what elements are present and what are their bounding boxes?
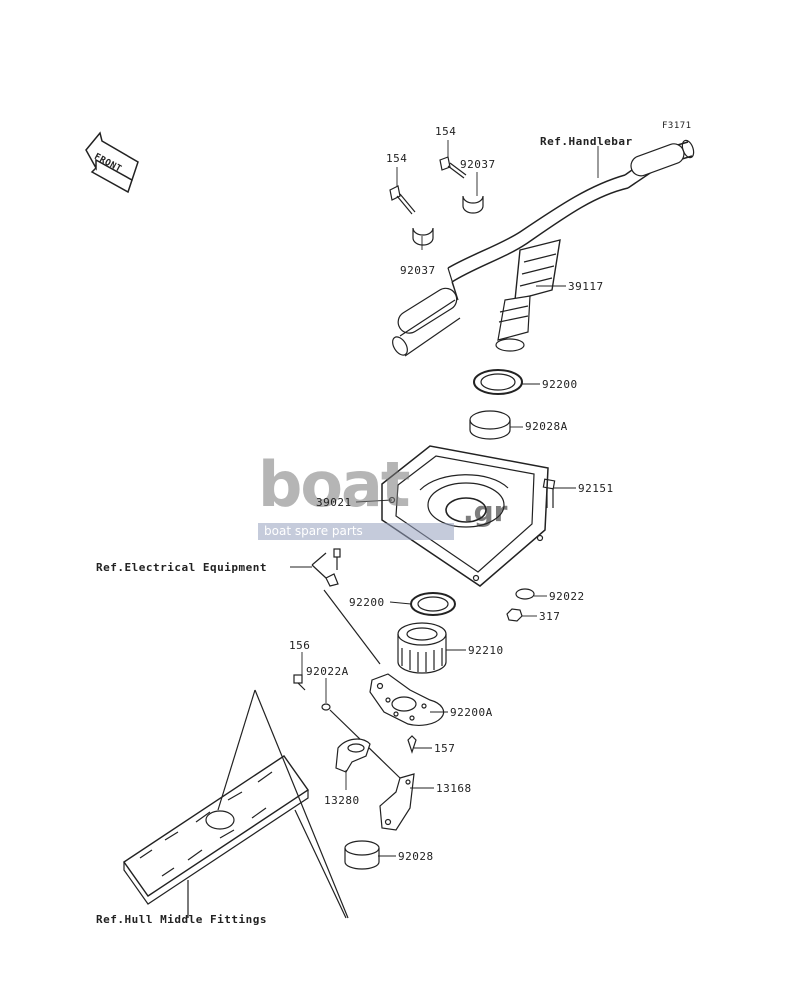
part-317: 317 (539, 610, 561, 623)
part-154-b: 154 (435, 125, 457, 138)
part-13168: 13168 (436, 782, 472, 795)
ring-92200-mid (410, 592, 456, 616)
holder-13280-drawing (335, 738, 371, 773)
throttle-lever-drawing (495, 239, 561, 352)
watermark-logo: boat (258, 448, 410, 521)
washer-92022-drawing (515, 588, 535, 600)
nut-317-drawing (506, 608, 523, 622)
screw-156-drawing (293, 674, 306, 691)
front-arrow-icon (85, 131, 139, 194)
screw-92151-drawing (542, 478, 556, 508)
part-92028A: 92028A (525, 420, 568, 433)
leader-lines (290, 140, 599, 857)
watermark-tld: .gr (463, 495, 508, 528)
bushing-92028-drawing (344, 840, 380, 870)
part-154-a: 154 (386, 152, 408, 165)
figure-code: F3171 (662, 121, 692, 131)
watermark-tagline: boat spare parts (264, 524, 363, 538)
part-156: 156 (289, 639, 311, 652)
watermark-bar (258, 523, 454, 540)
part-92200-top: 92200 (542, 378, 578, 391)
part-92022A: 92022A (306, 665, 349, 678)
part-92210: 92210 (468, 644, 504, 657)
part-39117: 39117 (568, 280, 604, 293)
bracket-13168-drawing (379, 773, 415, 831)
ref-handlebar: Ref.Handlebar (540, 135, 633, 148)
watermark: boat .gr boat spare parts (258, 448, 558, 545)
cover-plate-drawing (381, 445, 549, 587)
nut-92210-drawing (397, 622, 447, 674)
electrical-clip-drawing (311, 548, 381, 665)
ring-92200-top (473, 369, 523, 395)
part-157: 157 (434, 742, 456, 755)
part-92037-b: 92037 (460, 158, 496, 171)
ref-electrical-equipment: Ref.Electrical Equipment (96, 561, 267, 574)
part-92037-a: 92037 (400, 264, 436, 277)
bracket-92200A-drawing (369, 673, 445, 727)
part-92200A: 92200A (450, 706, 493, 719)
handlebar-drawing (392, 139, 695, 357)
part-92200-mid: 92200 (349, 596, 385, 609)
hull-fitting-plate-drawing (123, 689, 349, 919)
screw-157-drawing (407, 735, 417, 754)
clamp-hardware-drawing (389, 156, 484, 246)
bushing-92028A (469, 410, 511, 440)
part-92151: 92151 (578, 482, 614, 495)
part-13280: 13280 (324, 794, 360, 807)
part-92022: 92022 (549, 590, 585, 603)
ref-hull-middle-fittings: Ref.Hull Middle Fittings (96, 913, 267, 926)
part-39021: 39021 (316, 496, 352, 509)
part-92028: 92028 (398, 850, 434, 863)
